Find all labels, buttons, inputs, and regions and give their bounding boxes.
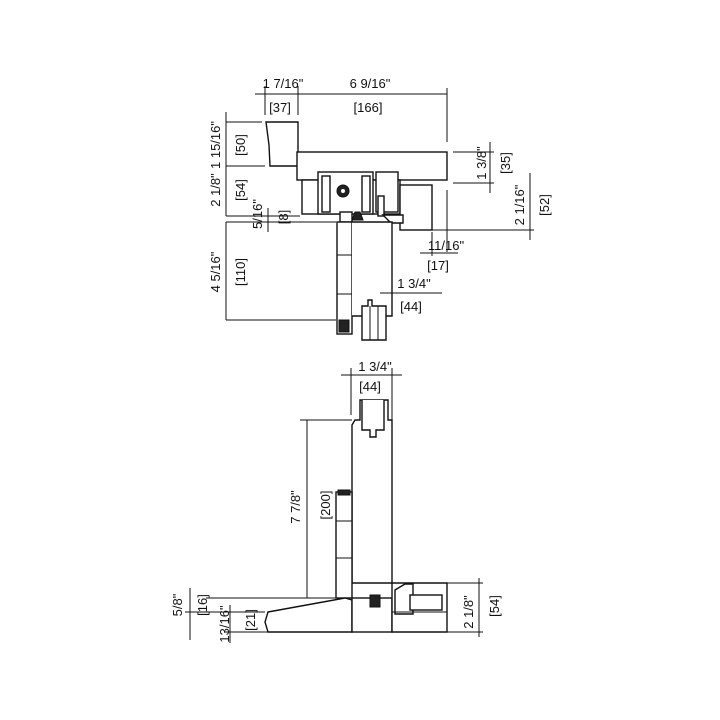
- dim-gap-in: 5/16": [250, 199, 265, 229]
- head-right-dimension-lines: [380, 142, 534, 294]
- head-door-panel: [336, 221, 393, 341]
- dim-threshold-mm: [21]: [243, 609, 258, 631]
- dim-sill-panel-thickness-mm: [44]: [359, 379, 381, 394]
- dim-floor-gap-mm: [16]: [195, 594, 210, 616]
- dim-track-height-mm: [54]: [233, 179, 248, 201]
- dim-frame-right-mm: [52]: [537, 194, 552, 216]
- head-left-dimension-lines: [225, 112, 336, 321]
- dim-head-total-in: 6 9/16": [350, 76, 391, 91]
- dim-panel-thickness-in: 1 3/4": [397, 276, 431, 291]
- dim-sill-height-in: 2 1/8": [461, 595, 476, 629]
- dim-hanger-height-in: 4 5/16": [208, 251, 223, 292]
- dim-gap-mm: [8]: [276, 210, 291, 224]
- dim-track-height-in: 2 1/8": [208, 173, 223, 207]
- sill-section: 1 3/4" [44]: [170, 359, 502, 643]
- sill-dimension-lines: [185, 419, 483, 643]
- dim-threshold-in: 13/16": [217, 605, 232, 643]
- dim-hanger-height-mm: [110]: [233, 258, 248, 286]
- dim-jamb-height-mm: [50]: [233, 134, 248, 156]
- dim-offset-in: 11/16": [428, 238, 465, 253]
- head-jamb: [265, 121, 448, 231]
- dim-panel-thickness-mm: [44]: [400, 299, 422, 314]
- dim-header-right-in: 1 3/8": [474, 146, 489, 180]
- top-dimension-lines: [255, 86, 448, 142]
- dim-head-total-mm: [166]: [354, 100, 383, 115]
- dim-sill-panel-thickness-in: 1 3/4": [358, 359, 392, 374]
- head-section: 1 7/16" 6 9/16" [37] [166]: [208, 76, 552, 341]
- dim-head-left-in: 1 7/16": [263, 76, 304, 91]
- dim-jamb-height-in: 1 15/16": [208, 121, 223, 169]
- dim-sill-height-mm: [54]: [487, 595, 502, 617]
- dim-offset-mm: [17]: [427, 258, 449, 273]
- dim-frame-right-in: 2 1/16": [512, 184, 527, 225]
- dim-rail-height-mm: [200]: [318, 491, 333, 520]
- sill-top-dimension-lines: [341, 368, 402, 420]
- dim-header-right-mm: [35]: [498, 152, 513, 174]
- dim-floor-gap-in: 5/8": [170, 593, 185, 616]
- sill-door-panel: [335, 399, 393, 599]
- dim-rail-height-in: 7 7/8": [288, 490, 303, 524]
- dim-head-left-mm: [37]: [269, 100, 291, 115]
- threshold: [264, 582, 448, 633]
